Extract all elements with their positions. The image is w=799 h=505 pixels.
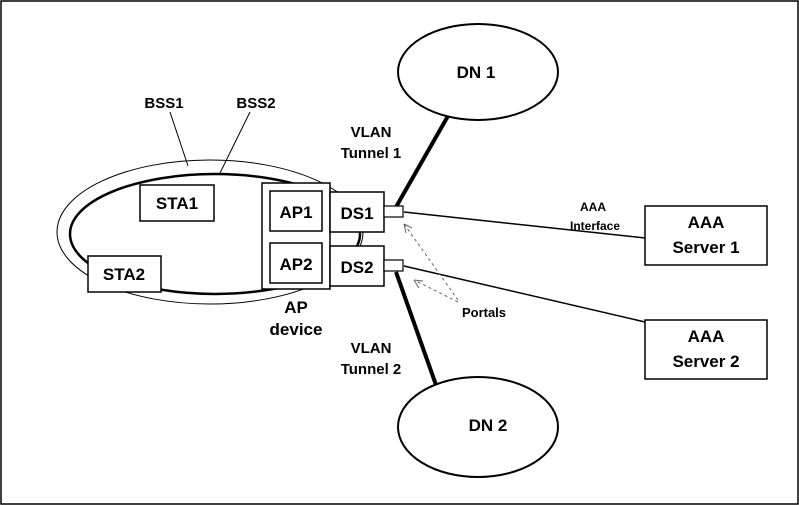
ap2-box xyxy=(269,242,323,284)
portals-label: Portals xyxy=(462,305,506,320)
dn1-ellipse xyxy=(397,23,559,121)
aaa-server-2-box xyxy=(644,319,768,380)
vlan-tunnel-1-label-line2: Tunnel 1 xyxy=(341,145,402,162)
sta2-box xyxy=(87,255,162,293)
bss1-label: BSS1 xyxy=(144,95,183,112)
vlan-tunnel-1-line xyxy=(394,115,450,208)
bss2-label: BSS2 xyxy=(236,95,275,112)
ap-device-label-line1: AP xyxy=(284,298,308,317)
portal-arrowhead-1 xyxy=(403,223,413,234)
vlan-tunnel-2-label-line1: VLAN xyxy=(351,340,392,357)
vlan-tunnel-2-label-line2: Tunnel 2 xyxy=(341,361,402,378)
bss1-pointer xyxy=(169,111,189,167)
aaa-interface-line-1 xyxy=(403,211,646,239)
ap-device-label-line2: device xyxy=(270,320,323,339)
sta1-box xyxy=(139,184,215,222)
ds2-box xyxy=(329,245,385,287)
aaa-interface-label-line1: AAA xyxy=(580,200,606,214)
aaa-interface-label-line2: Interface xyxy=(570,219,620,233)
bss2-pointer xyxy=(219,111,251,174)
aaa-server-1-box xyxy=(644,205,768,266)
ds2-port xyxy=(383,259,404,272)
portal-arrows xyxy=(403,223,459,303)
ds1-box xyxy=(329,191,385,233)
portal-arrowhead-2 xyxy=(413,279,424,289)
sta2-label: STA2 xyxy=(103,265,145,284)
dn2-label: DN 2 xyxy=(469,416,508,435)
ds2-label: DS2 xyxy=(340,258,373,277)
aaa-server-2-label-line1: AAA xyxy=(688,327,725,346)
ap2-label: AP2 xyxy=(279,255,312,274)
ap1-box xyxy=(269,190,323,232)
bss2-ellipse xyxy=(68,172,362,296)
sta1-label: STA1 xyxy=(156,194,198,213)
aaa-server-2-label-line2: Server 2 xyxy=(672,352,739,371)
aaa-server-1-label-line1: AAA xyxy=(688,213,725,232)
portal-arrow-2 xyxy=(413,279,459,303)
dn2-ellipse xyxy=(397,376,559,478)
vlan-tunnel-1-label-line1: VLAN xyxy=(351,124,392,141)
ds1-port xyxy=(383,205,404,218)
dn1-label: DN 1 xyxy=(457,63,496,82)
aaa-server-1-label-line2: Server 1 xyxy=(672,238,739,257)
ds1-label: DS1 xyxy=(340,204,373,223)
ap1-label: AP1 xyxy=(279,203,312,222)
vlan-tunnel-2-line xyxy=(394,271,438,386)
aaa-interface-line-2 xyxy=(403,265,646,323)
